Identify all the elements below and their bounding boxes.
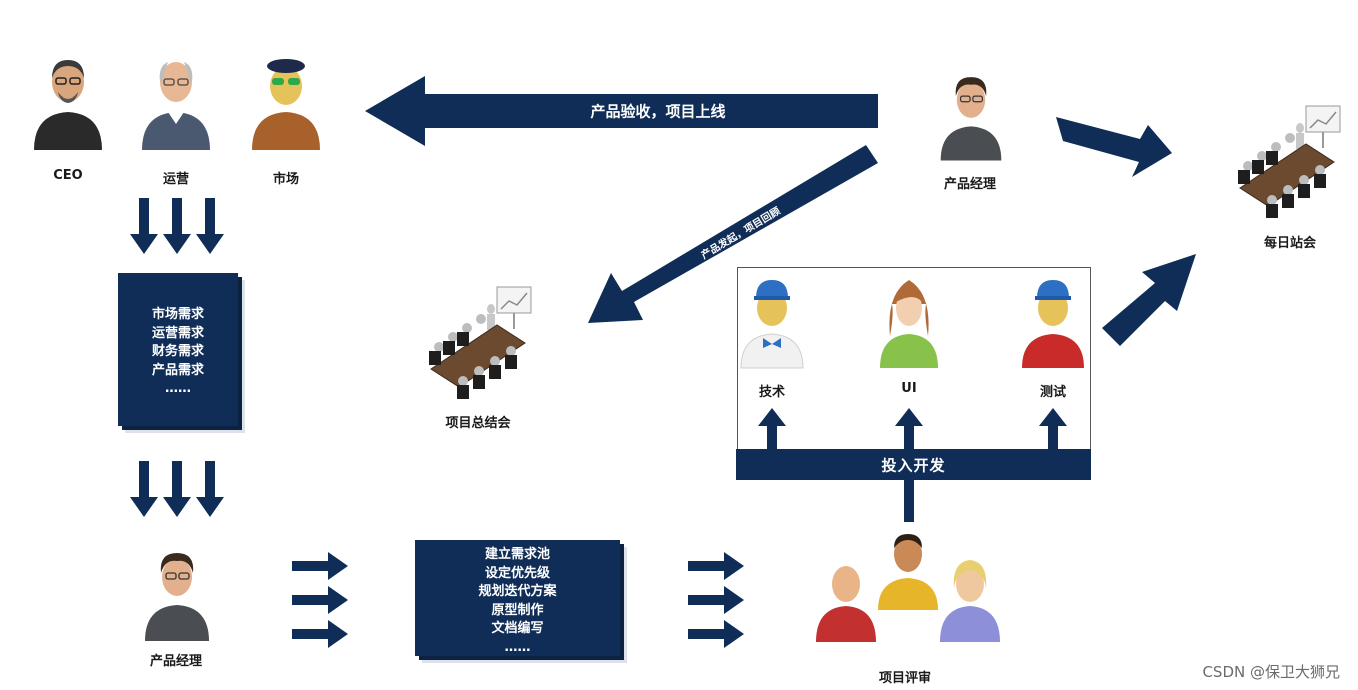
pm-task-item: …… [504,639,531,655]
pm-tasks-box: 建立需求池 设定优先级 规划迭代方案 原型制作 文档编写 …… [415,540,620,656]
pm-task-item: 文档编写 [491,621,544,636]
project-review-label: 项目评审 [878,671,932,686]
role-operations: 运营 [162,172,190,187]
pm-task-item: 建立需求池 [484,547,550,562]
project-summary-label: 项目总结会 [445,416,511,431]
pm-task-lines: 建立需求池 设定优先级 规划迭代方案 原型制作 文档编写 …… [415,546,620,657]
requirement-item: 产品需求 [151,362,204,378]
person-product-manager-icon [145,553,209,641]
role-ceo: CEO [53,168,83,183]
down-arrow-icon [163,198,191,254]
person-test-icon [1022,280,1084,368]
start-development-label: 投入开发 [881,456,946,474]
role-tech: 技术 [758,385,786,400]
requirement-item: 市场需求 [151,307,204,322]
person-ceo-icon [34,60,102,150]
requirements-box: 市场需求 运营需求 财务需求 产品需求 …… [118,273,238,426]
project-review-group-icon [816,534,1000,642]
right-arrow-icon [292,586,348,614]
up-arrow-icon [895,408,923,450]
role-market: 市场 [272,172,300,187]
right-arrow-icon [688,552,744,580]
down-arrows-lower [130,461,224,517]
requirement-item: 财务需求 [151,344,204,359]
pm-task-item: 规划迭代方案 [478,584,557,599]
team-to-standup-arrow-icon [1102,254,1196,346]
down-arrow-icon [163,461,191,517]
requirement-item: …… [165,381,191,396]
person-tech-icon [740,280,804,369]
up-arrow-icon [758,408,786,450]
person-product-manager-top-icon [940,77,1002,161]
role-pm-top: 产品经理 [943,177,997,192]
role-ui: UI [901,381,917,396]
down-arrows-upper [130,198,224,254]
role-pm-bottom: 产品经理 [149,654,203,669]
up-arrow-icon [1039,408,1067,450]
right-arrows-left [292,552,348,648]
right-arrow-icon [688,586,744,614]
requirement-item: 运营需求 [151,325,204,341]
requirements-lines: 市场需求 运营需求 财务需求 产品需求 …… [118,306,238,399]
review-to-dev-stem [904,478,914,522]
role-test: 测试 [1039,385,1067,400]
pm-task-item: 原型制作 [491,602,544,618]
dev-up-arrows [758,408,1067,522]
acceptance-launch-label: 产品验收，项目上线 [590,102,726,121]
start-development-bar: 投入开发 [736,449,1091,480]
down-arrow-icon [130,461,158,517]
watermark: CSDN @保卫大狮兄 [1202,663,1340,681]
down-arrow-icon [196,461,224,517]
down-arrow-icon [196,198,224,254]
daily-standup-meeting-icon [1238,105,1341,218]
person-market-icon [252,59,320,150]
person-operations-icon [142,62,210,150]
right-arrow-icon [688,620,744,648]
pm-task-item: 设定优先级 [484,565,550,581]
down-arrow-icon [130,198,158,254]
right-arrows-right [688,552,744,648]
launch-review-arrow-icon [588,145,878,323]
person-ui-icon [880,280,938,368]
project-summary-meeting-icon [429,286,532,399]
daily-standup-label: 每日站会 [1263,236,1317,251]
right-arrow-icon [292,620,348,648]
right-arrow-icon [292,552,348,580]
acceptance-launch-arrow-icon [365,76,878,146]
pm-to-standup-arrow-icon [1056,117,1172,177]
